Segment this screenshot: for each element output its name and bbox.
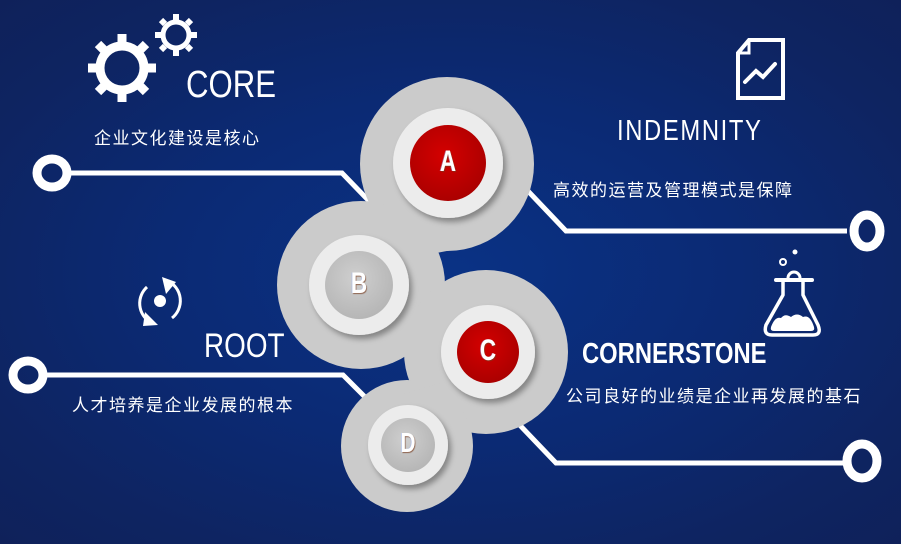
- item-description-core: 企业文化建设是核心: [94, 129, 261, 149]
- node-a[interactable]: [393, 108, 503, 218]
- item-title-indemnity: INDEMNITY: [617, 115, 763, 147]
- document-chart-icon: [736, 38, 785, 100]
- endpoint-cornerstone[interactable]: [842, 439, 882, 483]
- flask-icon: [763, 249, 821, 337]
- node-a-letter: A: [439, 145, 457, 178]
- connector-indemnity: [525, 188, 847, 234]
- endpoint-indemnity[interactable]: [849, 210, 885, 252]
- connector-root: [44, 372, 374, 406]
- node-b[interactable]: [309, 235, 409, 335]
- gears-icon: [88, 14, 197, 102]
- refresh-cycle-icon: [138, 277, 182, 326]
- item-description-cornerstone: 公司良好的业绩是企业再发展的基石: [566, 387, 862, 407]
- item-description-root: 人才培养是企业发展的根本: [72, 396, 294, 416]
- node-c[interactable]: [441, 305, 535, 399]
- item-title-root: ROOT: [204, 327, 285, 365]
- item-title-core: CORE: [186, 64, 277, 106]
- item-title-cornerstone: CORNERSTONE: [582, 338, 767, 370]
- node-c-letter: C: [479, 334, 497, 367]
- endpoint-core[interactable]: [32, 154, 72, 192]
- endpoint-root[interactable]: [8, 356, 48, 394]
- connector-core: [68, 170, 372, 204]
- connector-lines: [44, 170, 847, 466]
- item-description-indemnity: 高效的运营及管理模式是保障: [553, 181, 794, 201]
- node-d-letter: D: [400, 427, 416, 458]
- connector-cornerstone: [511, 416, 843, 466]
- node-b-letter: B: [350, 267, 368, 300]
- connector-endpoints: [8, 154, 885, 483]
- node-d[interactable]: [368, 405, 448, 485]
